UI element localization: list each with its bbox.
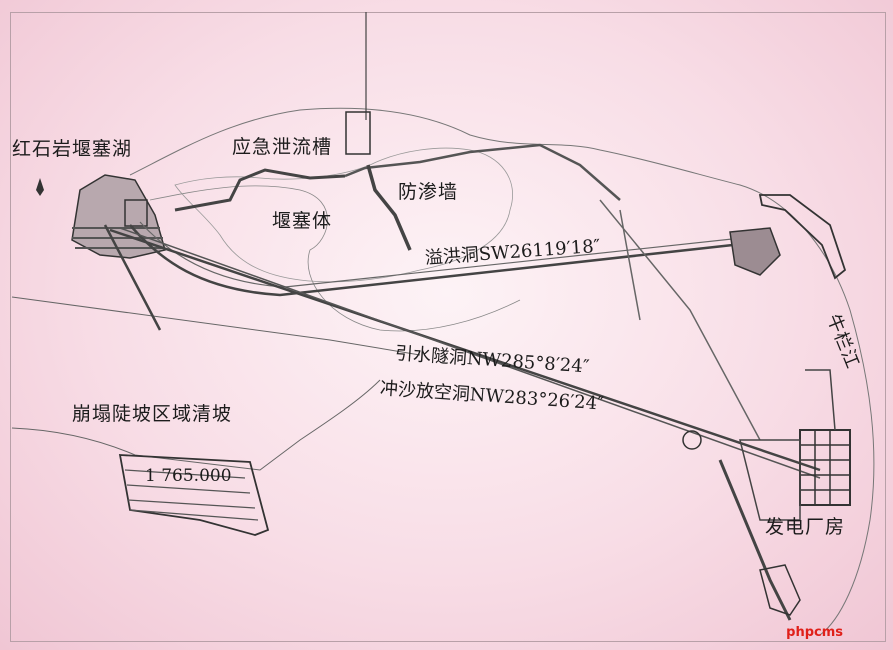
diversion-tunnel-line [103, 224, 821, 472]
powerhouse-block [799, 429, 851, 506]
dam-body-outline [174, 147, 513, 283]
slope-hatch [124, 469, 259, 521]
label-lake: 红石岩堰塞湖 [12, 138, 133, 160]
label-cutoff-wall: 防渗墙 [398, 181, 459, 203]
label-elevation: 1 765.000 [145, 466, 232, 486]
powerhouse-grid [800, 430, 850, 505]
label-slope-clearing: 崩塌陡坡区域清坡 [72, 403, 233, 425]
north-arrow-icon [36, 178, 44, 196]
terrain-inner-outline [149, 185, 521, 332]
channel-upper-line [344, 143, 621, 201]
powerhouse-outline [739, 369, 836, 521]
label-dam-body: 堰塞体 [272, 210, 333, 232]
river-bank [758, 194, 847, 280]
boundary-line-2 [11, 379, 381, 471]
map-frame [10, 12, 886, 642]
cutoff-wall-line [366, 164, 412, 251]
spillway-tunnel-line [129, 224, 761, 297]
watermark: phpcms [786, 625, 843, 640]
intake-block [124, 199, 148, 227]
tailrace-line [718, 459, 792, 621]
tailrace-structure [759, 564, 801, 616]
label-powerhouse: 发电厂房 [765, 516, 846, 538]
surge-shaft [682, 430, 702, 450]
downstream-line [599, 199, 761, 441]
label-emergency-channel: 应急泄流槽 [232, 136, 333, 158]
channel-structure [345, 111, 371, 155]
outlet-structure [729, 227, 781, 276]
flushing-tunnel-line [119, 227, 821, 479]
emergency-channel-line [174, 168, 346, 212]
boundary-line-1 [11, 296, 421, 356]
terrain-outline [129, 107, 875, 636]
